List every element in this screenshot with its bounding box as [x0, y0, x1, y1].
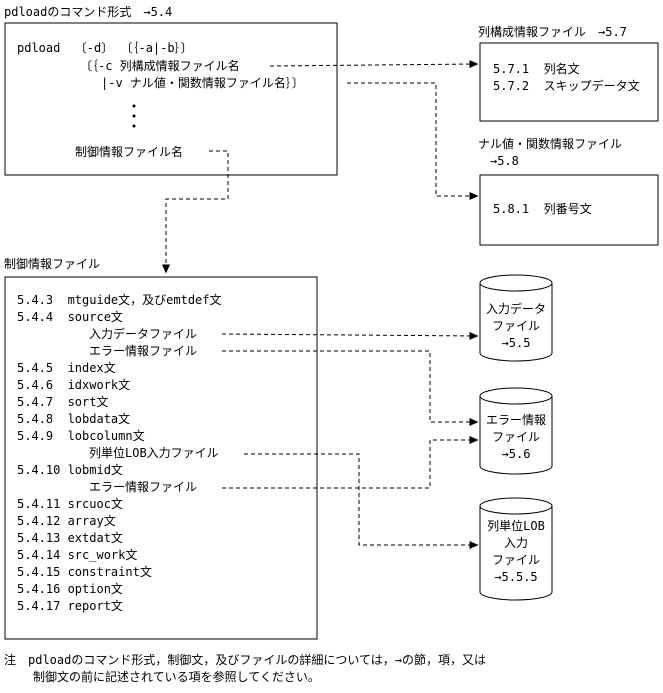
command-line-3: |-v ナル値・関数情報ファイル名｝〕	[101, 75, 304, 90]
control-subitem: エラー情報ファイル	[89, 480, 197, 494]
note-line-2: 制御文の前に記述されている項を参照してください。	[33, 669, 320, 684]
cylinder-label: 入力	[504, 536, 528, 550]
control-items: 5.4.3 mtguide文，及びemtdef文 5.4.4 source文 入…	[17, 292, 222, 613]
control-item: 5.4.6 idxwork文	[17, 377, 130, 392]
arrow-to-error-info-2	[222, 436, 479, 489]
control-item: 5.4.5 index文	[17, 360, 116, 375]
column-config-item: 5.7.2 スキップデータ文	[493, 78, 640, 93]
main-box-title: pdloadのコマンド形式 →5.4	[4, 5, 172, 19]
command-box	[4, 22, 338, 176]
control-item: 5.4.7 sort文	[17, 394, 108, 409]
control-item: 5.4.13 extdat文	[17, 530, 123, 545]
cylinder-label: 入力データ	[486, 301, 546, 316]
cylinder-label: 列単位LOB	[487, 518, 545, 533]
control-subitem: 入力データファイル	[89, 326, 197, 341]
control-item: 5.4.15 constraint文	[17, 564, 152, 579]
connectors	[162, 60, 479, 549]
control-file-name-label: 制御情報ファイル名	[75, 144, 183, 159]
control-item: 5.4.9 lobcolumn文	[17, 428, 145, 443]
column-config-box	[479, 42, 659, 122]
arrow-to-control-file	[162, 150, 229, 274]
control-item: 5.4.8 lobdata文	[17, 411, 130, 426]
cylinder-label: ファイル	[492, 319, 540, 333]
cylinder-label: ファイル	[492, 430, 540, 444]
control-item: 5.4.11 srcuoc文	[17, 496, 123, 511]
vertical-ellipsis-icon	[132, 104, 136, 128]
control-item: 5.4.10 lobmid文	[17, 462, 123, 477]
cylinder-label: →5.5.5	[494, 570, 537, 584]
error-info-file-cylinder: エラー情報 ファイル →5.6	[479, 387, 553, 475]
column-lob-input-file-cylinder: 列単位LOB 入力 ファイル →5.5.5	[479, 497, 553, 601]
control-file-title: 制御情報ファイル	[4, 256, 100, 271]
cylinder-label: →5.6	[502, 447, 531, 461]
arrow-to-input-data	[221, 331, 479, 340]
note-line-1: 注 pdloadのコマンド形式，制御文，及びファイルの詳細については，→の節，項…	[4, 652, 486, 667]
column-config-title: 列構成情報ファイル →5.7	[478, 25, 627, 39]
command-line-1: pdload 〔-d〕 〔｛-a|-b｝〕	[17, 41, 193, 55]
cylinder-label: エラー情報	[486, 413, 546, 427]
control-item: 5.4.16 option文	[17, 581, 123, 596]
control-file-box	[4, 276, 318, 640]
null-func-title-1: ナル値・関数情報ファイル	[478, 136, 622, 151]
control-subitem: 列単位LOB入力ファイル	[89, 445, 219, 460]
arrow-to-error-info-1	[222, 350, 479, 426]
command-line-2: 〔｛-c 列構成情報ファイル名	[80, 58, 240, 73]
cylinder-label: →5.5	[502, 336, 531, 350]
null-func-box	[479, 174, 659, 246]
cylinder-label: ファイル	[492, 553, 540, 567]
input-data-file-cylinder: 入力データ ファイル →5.5	[479, 274, 553, 362]
control-item: 5.4.17 report文	[17, 598, 123, 613]
control-item: 5.4.14 src_work文	[17, 547, 137, 562]
control-item: 5.4.12 array文	[17, 513, 116, 528]
control-subitem: エラー情報ファイル	[89, 344, 197, 358]
column-config-item: 5.7.1 列名文	[493, 61, 580, 76]
arrow-to-lob-input	[244, 453, 479, 549]
null-func-title-2: →5.8	[490, 154, 519, 168]
arrow-to-null-func	[347, 82, 479, 200]
control-item: 5.4.4 source文	[17, 309, 123, 324]
null-func-item: 5.8.1 列番号文	[493, 201, 592, 216]
control-item: 5.4.3 mtguide文，及びemtdef文	[17, 292, 222, 307]
